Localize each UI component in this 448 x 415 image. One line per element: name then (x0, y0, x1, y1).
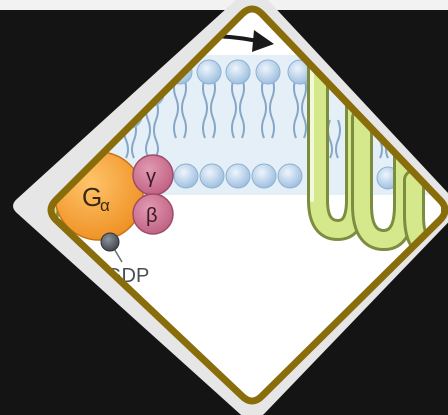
diamond-content: G α γ β GDP (51, 9, 445, 401)
g-alpha-subscript: α (100, 196, 110, 215)
g-gamma-subunit: γ (132, 154, 174, 196)
g-beta-symbol: β (146, 205, 158, 227)
gdp-molecule (100, 232, 120, 252)
diamond-border (47, 5, 448, 405)
g-gamma-symbol: γ (146, 166, 156, 188)
top-strip (0, 0, 448, 10)
g-beta-subunit: β (132, 193, 174, 235)
g-alpha-symbol: G (82, 182, 102, 212)
